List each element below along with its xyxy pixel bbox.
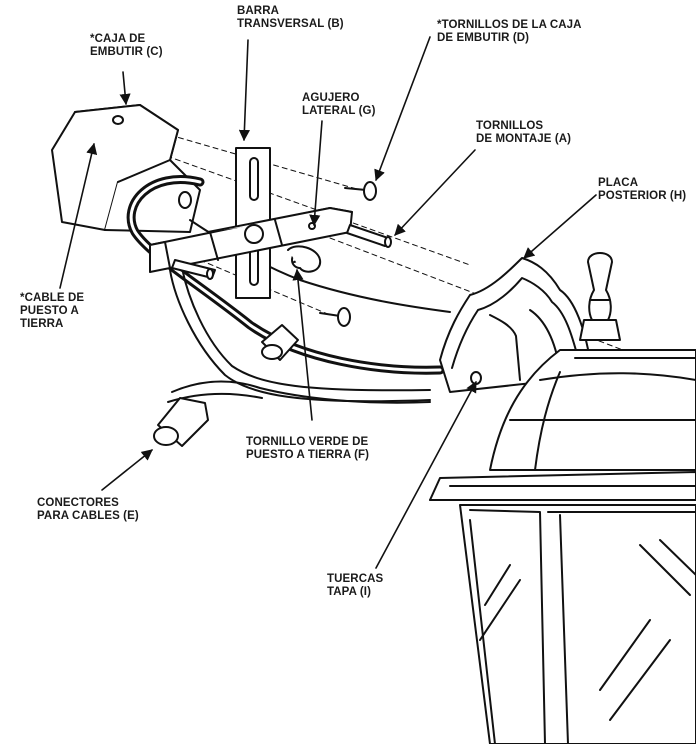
label-tornillos-montaje: TORNILLOS DE MONTAJE (A): [476, 120, 571, 146]
leader-arrows: [59, 36, 597, 569]
junction-box: [51, 104, 201, 233]
label-line: TRANSVERSAL (B): [237, 18, 344, 30]
label-line: POSTERIOR (H): [598, 190, 687, 202]
label-line: PLACA: [598, 177, 639, 189]
label-line: PARA CABLES (E): [37, 510, 139, 522]
label-line: DE EMBUTIR (D): [437, 32, 530, 44]
junction-box-screws: [319, 181, 377, 327]
label-line: PUESTO A TIERRA (F): [246, 449, 370, 461]
label-barra-transversal: BARRA TRANSVERSAL (B): [237, 5, 344, 31]
label-line: *TORNILLOS DE LA CAJA: [437, 19, 582, 31]
label-line: CONECTORES: [37, 497, 119, 509]
label-tuercas-tapa: TUERCAS TAPA (I): [327, 573, 383, 599]
label-tornillo-verde: TORNILLO VERDE DE PUESTO A TIERRA (F): [246, 436, 369, 462]
wire-connector: [153, 397, 209, 447]
label-cable-puesto-tierra: *CABLE DE PUESTO A TIERRA: [20, 292, 84, 331]
label-line: TORNILLOS: [476, 120, 544, 132]
label-line: *CAJA DE: [90, 33, 146, 45]
mounting-bracket: [149, 207, 353, 273]
label-line: *CABLE DE: [20, 292, 85, 304]
label-line: PUESTO A: [20, 305, 79, 317]
label-line: LATERAL (G): [302, 105, 376, 117]
label-line: BARRA: [237, 5, 280, 17]
label-conectores: CONECTORES PARA CABLES (E): [37, 497, 139, 523]
label-line: TORNILLO VERDE DE: [246, 436, 369, 448]
label-line: TAPA (I): [327, 586, 372, 598]
label-tornillos-caja: *TORNILLOS DE LA CAJA DE EMBUTIR (D): [437, 19, 582, 45]
label-line: TUERCAS: [327, 573, 384, 585]
label-line: EMBUTIR (C): [90, 46, 163, 58]
label-line: DE MONTAJE (A): [476, 133, 572, 145]
label-placa-posterior: PLACA POSTERIOR (H): [598, 177, 686, 203]
label-line: TIERRA: [20, 318, 64, 330]
green-ground-screw: [287, 245, 322, 273]
label-caja-de-embutir: *CAJA DE EMBUTIR (C): [90, 33, 163, 59]
lamp-fixture: [429, 252, 696, 745]
small-connector: [261, 324, 299, 361]
label-line: AGUJERO: [302, 92, 360, 104]
label-agujero-lateral: AGUJERO LATERAL (G): [302, 92, 376, 118]
mounting-screws: [171, 224, 392, 280]
